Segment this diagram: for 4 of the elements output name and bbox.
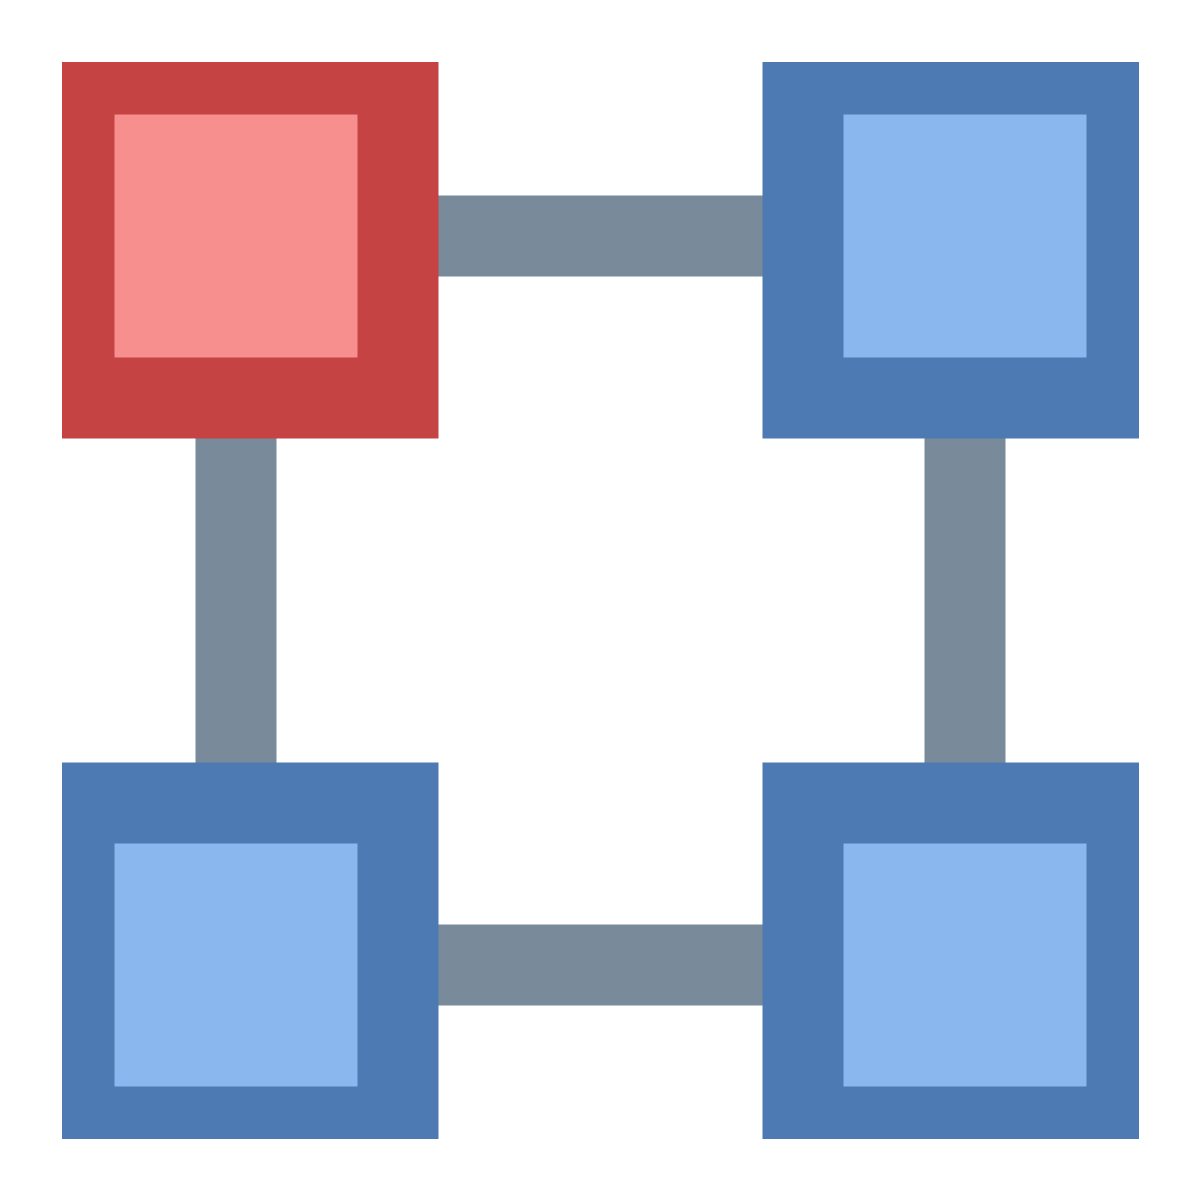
node-box — [762, 762, 1139, 1139]
node-box — [61, 61, 438, 438]
node-box — [61, 762, 438, 1139]
node-box — [762, 61, 1139, 438]
